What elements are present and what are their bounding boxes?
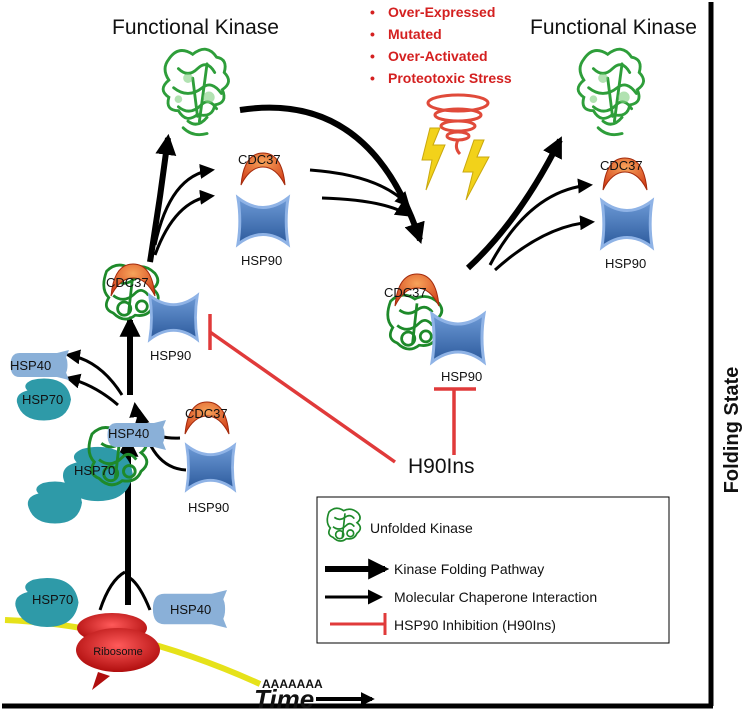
stress-bullet: • (370, 48, 375, 64)
legend-item-label: HSP90 Inhibition (H90Ins) (394, 617, 556, 633)
cdc37-label: CDC37 (600, 158, 643, 173)
title-functional-left: Functional Kinase (112, 16, 279, 39)
stress-bullet: • (370, 70, 375, 86)
stress-item: Proteotoxic Stress (388, 70, 512, 86)
legend-item-label: Unfolded Kinase (370, 520, 473, 536)
hsp70-label: HSP70 (74, 463, 115, 478)
polya-tail-label: AAAAAAA (262, 677, 323, 691)
hsp90-label: HSP90 (241, 253, 282, 268)
chaperone-interaction-arrow (134, 409, 187, 472)
stress-bullet: • (370, 26, 375, 42)
stress-item: Over-Expressed (388, 4, 495, 20)
ribosome-label: Ribosome (93, 646, 143, 658)
chaperone-interaction-arrow (98, 570, 126, 611)
chaperone-interaction-arrow (129, 576, 152, 611)
ribosome-icon (76, 613, 160, 690)
cdc37-label: CDC37 (384, 285, 427, 300)
inhibition-line (208, 330, 397, 464)
chaperone-interaction-arrow (153, 189, 215, 256)
legend-item-label: Molecular Chaperone Interaction (394, 589, 597, 605)
hsp40-label: HSP40 (108, 426, 149, 441)
inhibitor-label: H90Ins (408, 455, 475, 478)
chaperone-interaction-arrow (493, 215, 595, 272)
hsp90-icon (185, 444, 236, 491)
hsp90-label: HSP90 (441, 369, 482, 384)
chaperone-interaction-arrow (309, 168, 411, 208)
stress-item: Over-Activated (388, 48, 488, 64)
y-axis-label: Folding State (721, 367, 743, 494)
cdc37-label: CDC37 (185, 406, 228, 421)
hsp90-label: HSP90 (188, 500, 229, 515)
hsp90-icon (430, 312, 486, 364)
chaperone-interaction-arrow (65, 349, 124, 396)
chaperone-interaction-arrow (153, 163, 215, 246)
legend-item-label: Kinase Folding Pathway (394, 561, 544, 577)
chaperone-interaction-arrow (321, 196, 411, 217)
tornado-icon (426, 93, 490, 156)
hsp70-icon (27, 481, 82, 524)
folding-pathway-arrow (147, 133, 177, 263)
folded-kinase-icon (161, 47, 231, 137)
stress-bullet: • (370, 4, 375, 20)
folding-pathway-arrow (465, 136, 563, 271)
hsp70-label: HSP70 (32, 592, 73, 607)
cdc37-label: CDC37 (106, 275, 149, 290)
stress-list: • Over-Expressed • Mutated • Over-Activa… (370, 4, 512, 86)
chaperone-interaction-arrow (65, 373, 119, 407)
cdc37-label: CDC37 (238, 152, 281, 167)
hsp40-label: HSP40 (170, 602, 211, 617)
chaperone-interaction-arrow (488, 178, 593, 266)
hsp90-icon (600, 199, 654, 249)
title-functional-right: Functional Kinase (530, 16, 697, 39)
stress-item: Mutated (388, 26, 442, 42)
hsp90-icon (148, 294, 199, 341)
lightning-icon (421, 127, 446, 191)
x-axis-label: Time (254, 684, 314, 714)
folded-kinase-icon (576, 47, 646, 137)
hsp90-label: HSP90 (605, 256, 646, 271)
hsp90-label: HSP90 (150, 348, 191, 363)
hsp90-icon (236, 196, 290, 246)
hsp40-label: HSP40 (10, 358, 51, 373)
hsp70-label: HSP70 (22, 392, 63, 407)
lightning-icon (462, 139, 490, 201)
